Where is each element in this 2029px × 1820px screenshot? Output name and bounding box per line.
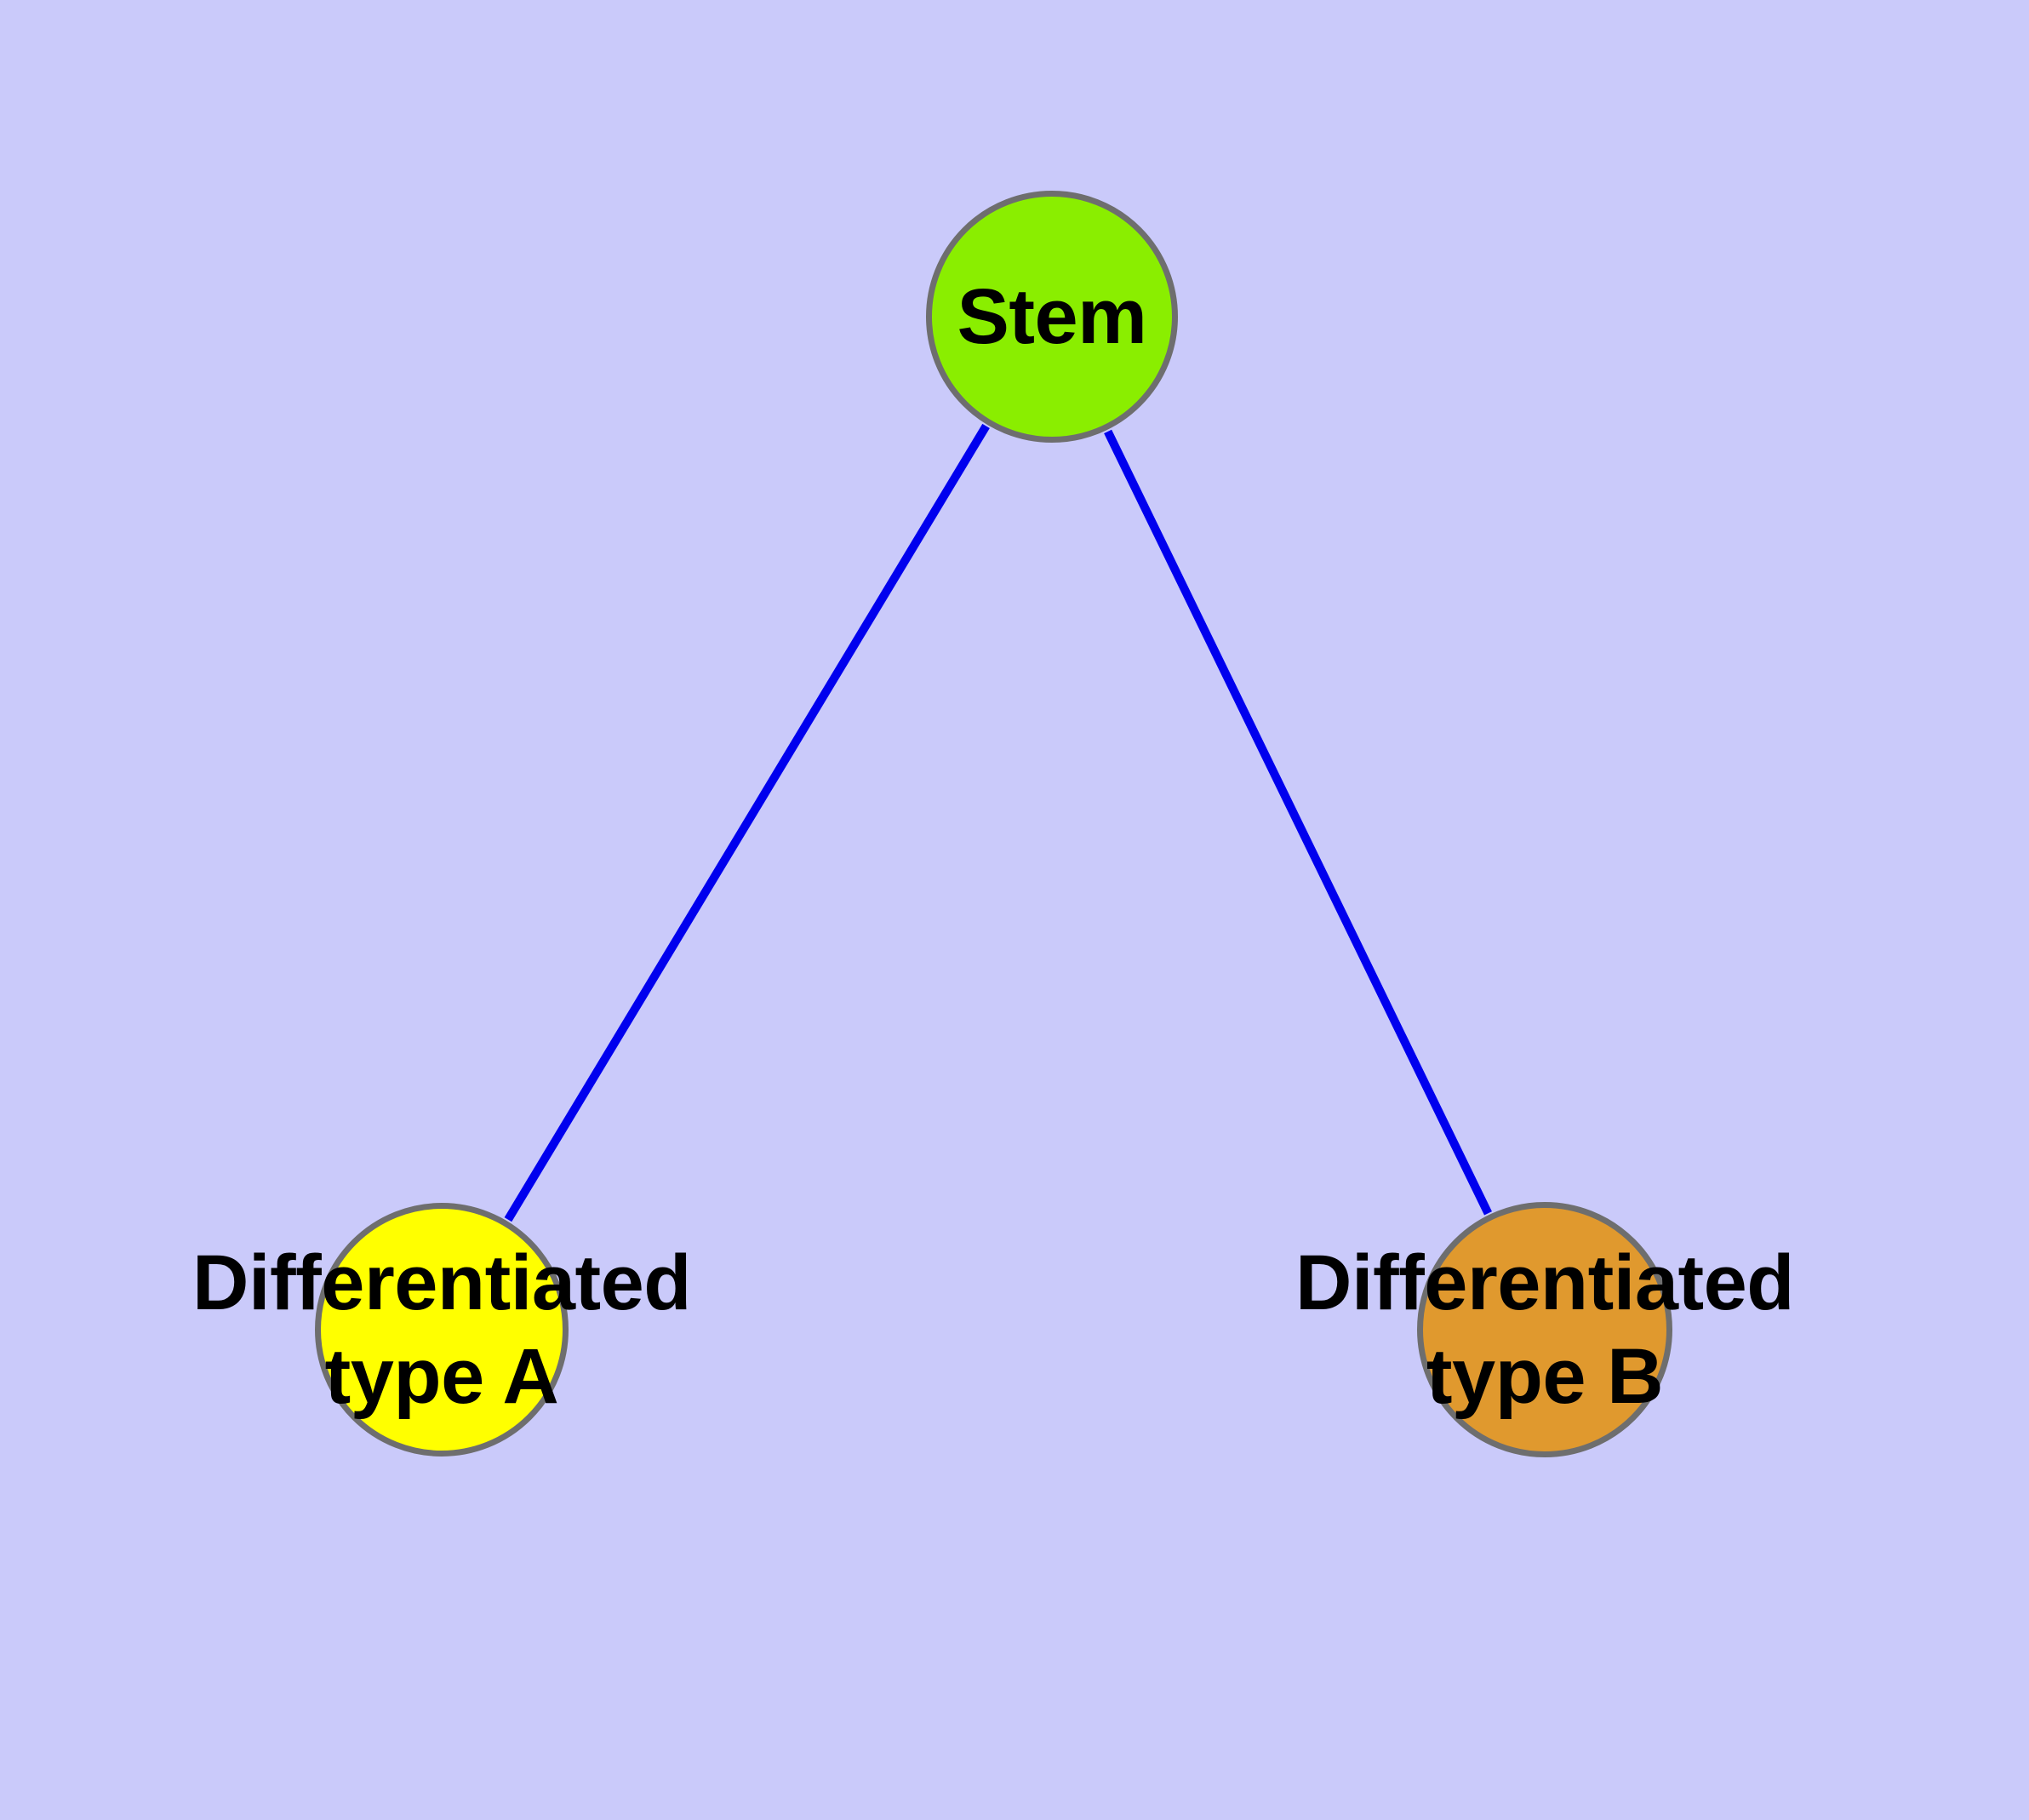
graph-node-diff-a[interactable] — [315, 1203, 569, 1457]
node-layer — [315, 191, 1672, 1457]
graph-edge-stem-to-diff-a[interactable] — [504, 423, 990, 1222]
graph-edge-stem-to-diff-b[interactable] — [1104, 429, 1492, 1216]
graph-node-diff-b[interactable] — [1417, 1202, 1672, 1457]
graph-node-stem[interactable] — [926, 191, 1178, 443]
edge-layer — [504, 423, 1492, 1222]
